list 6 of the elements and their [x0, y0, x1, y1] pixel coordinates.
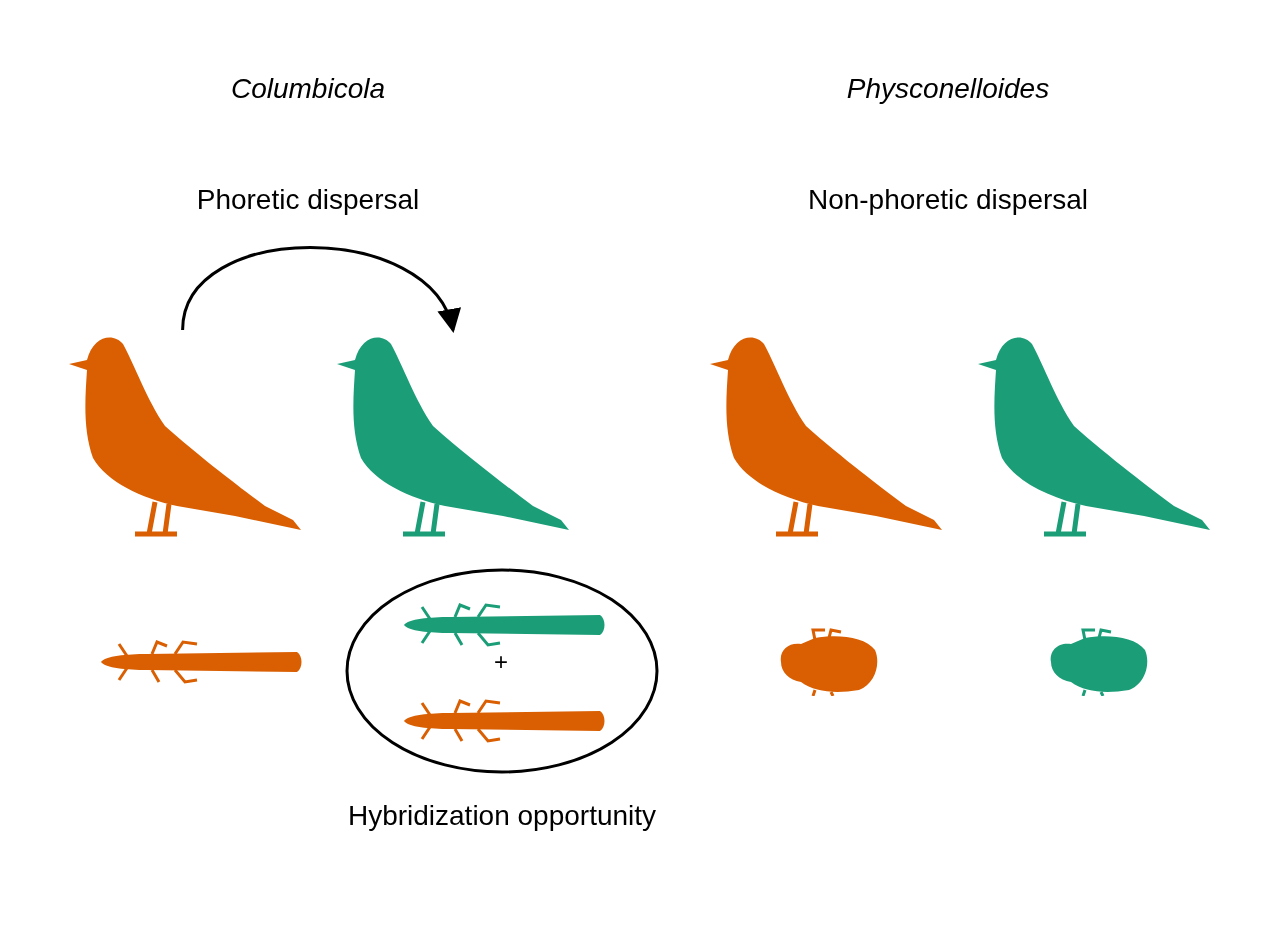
- plus-sign: +: [494, 648, 508, 677]
- dispersal-label: Phoretic dispersal: [196, 183, 420, 217]
- genus-name: Columbicola: [230, 72, 386, 106]
- genus-name: Physconelloides: [846, 72, 1050, 106]
- group-caption: Hybridization opportunity: [347, 799, 657, 833]
- dispersal-label: Non-phoretic dispersal: [807, 183, 1089, 217]
